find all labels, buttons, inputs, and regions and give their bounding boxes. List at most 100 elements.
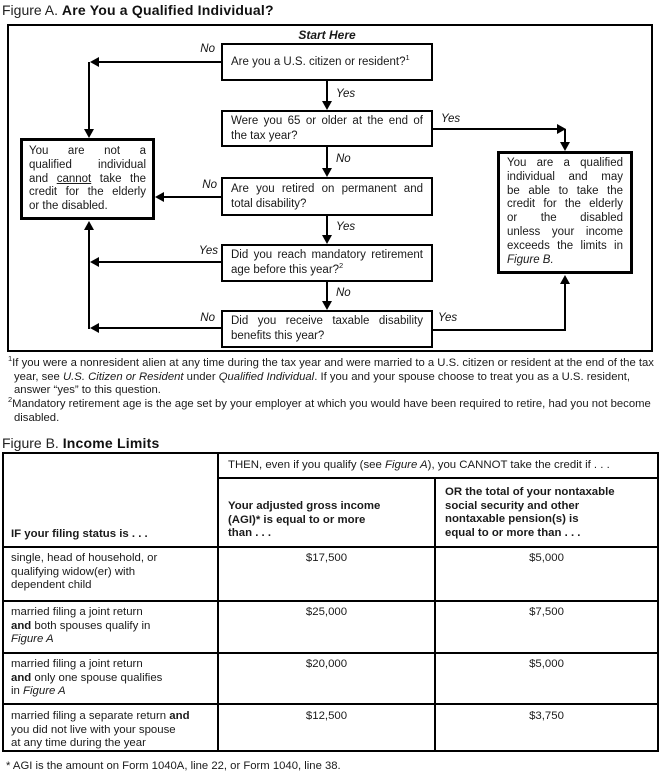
arrowhead-up-icon [560,275,570,284]
label-yes-q2: Yes [441,113,461,125]
table-row-divider [4,600,657,602]
arrowhead-down-icon [322,301,332,310]
column-header-agi: Your adjusted gross income (AGI)* is equ… [228,500,381,539]
column-header-filing-status: IF your filing status is . . . [11,528,148,540]
figure-b-heading: Figure B. Income Limits [2,435,159,451]
arrow-line [88,62,90,130]
result-text-figure-b-ref: Figure B. [507,253,554,266]
arrowhead-left-icon [90,323,99,333]
arrow-line [98,327,221,329]
label-no-q2: No [336,153,351,165]
arrowhead-down-icon [322,235,332,244]
arrow-line [326,282,328,303]
arrow-line [564,283,566,331]
label-no-q1: No [200,43,215,55]
arrow-line [564,129,566,143]
result-text: be able to take the [507,184,623,197]
arrow-line [98,61,221,63]
result-text: and cannot take the [29,172,146,185]
arrowhead-left-icon [90,57,99,67]
result-text: unless your income [507,225,623,238]
arrow-line [98,261,221,263]
income-limits-table: IF your filing status is . . . THEN, eve… [2,452,659,752]
figure-b-label: Figure B. [2,435,59,451]
arrowhead-down-icon [322,101,332,110]
arrow-line [88,229,90,329]
footnote-2: 2Mandatory retirement age is the age set… [8,395,651,424]
figure-a-footnotes: 1If you were a nonresident alien at any … [8,354,654,426]
column-header-nontaxable-pension: OR the total of your nontaxable social s… [445,486,615,539]
table-row-divider [4,652,657,654]
figure-a-heading: Figure A. Are You a Qualified Individual… [2,2,274,18]
arrowhead-down-icon [322,168,332,177]
arrow-line [433,128,557,130]
result-box-not-qualified: You are not a qualified individual and c… [20,138,155,220]
question-box-mandatory-retirement: Did you reach mandatory retirement age b… [221,244,433,282]
agi-limit-value: $12,500 [305,710,348,722]
question-text: benefits this year? [231,330,325,342]
agi-limit-value: $17,500 [305,552,348,564]
pension-limit-value: $7,500 [529,606,564,618]
figure-b-title: Income Limits [62,435,160,451]
question-text: Are you a U.S. citizen or resident?1 [231,52,410,68]
result-text: individual and may [507,170,623,183]
question-text: the tax year? [231,129,298,142]
question-text: Did you receive taxable disability [231,315,423,327]
table-row-divider [4,703,657,705]
label-no-q5: No [200,312,215,324]
result-text: or the disabled [507,212,623,225]
result-text: or the disabled. [29,200,108,213]
result-text: qualified individual [29,158,146,171]
label-no-q4: No [336,287,351,299]
label-yes-q3: Yes [336,221,356,233]
arrowhead-left-icon [90,257,99,267]
table-row-status-joint-both-qualify: married filing a joint return and both s… [11,606,151,645]
footnote-1: 1If you were a nonresident alien at any … [8,354,654,397]
arrowhead-down-icon [84,129,94,138]
table-row-status-separate-return: married filing a separate return and you… [11,710,190,749]
agi-limit-value: $25,000 [305,606,348,618]
label-yes-q5: Yes [438,312,458,324]
table-row-divider [4,546,657,548]
label-no-q3: No [202,179,217,191]
pension-limit-value: $5,000 [529,658,564,670]
arrowhead-down-icon [560,142,570,151]
question-text: total disability? [231,197,307,210]
figure-a-title: Are You a Qualified Individual? [61,2,274,18]
question-text: Are you retired on permanent and [231,182,423,195]
result-text: You are not a [29,145,146,157]
footnote-ref-1: 1 [405,52,410,62]
table-row-status-joint-one-qualifies: married filing a joint return and only o… [11,658,163,697]
table-column-divider [434,478,436,750]
pension-limit-value: $3,750 [529,710,564,722]
figure-a-label: Figure A. [2,2,59,18]
label-yes-q4: Yes [198,245,218,257]
arrow-line [326,147,328,169]
result-box-qualified: You are a qualified individual and may b… [497,151,633,274]
result-text: credit for the elderly [507,198,623,211]
footnote-ref-2: 2 [339,261,344,271]
table-row-status-single: single, head of household, or qualifying… [11,552,158,591]
question-box-taxable-disability: Did you receive taxable disability benef… [221,310,433,348]
column-header-then: THEN, even if you qualify (see Figure A)… [228,459,610,471]
arrow-line [326,216,328,237]
arrowhead-up-icon [84,221,94,230]
question-box-age-65: Were you 65 or older at the end of the t… [221,110,433,147]
arrowhead-left-icon [155,192,164,202]
arrow-line [163,196,221,198]
question-text: Did you reach mandatory retirement [231,249,423,261]
start-here-label: Start Here [298,28,356,42]
table-row-divider [217,477,657,479]
result-text: exceeds the limits in [507,239,623,252]
question-box-citizen: Are you a U.S. citizen or resident?1 [221,43,433,81]
pension-limit-value: $5,000 [529,552,564,564]
question-text: age before this year?2 [231,261,344,276]
agi-footnote: * AGI is the amount on Form 1040A, line … [6,760,341,772]
arrowhead-right-icon [557,124,566,134]
result-text: You are a qualified [507,157,623,169]
arrow-line [326,81,328,103]
question-text: Were you 65 or older at the end of [231,114,423,127]
question-box-retired-disability: Are you retired on permanent and total d… [221,177,433,216]
agi-limit-value: $20,000 [305,658,348,670]
